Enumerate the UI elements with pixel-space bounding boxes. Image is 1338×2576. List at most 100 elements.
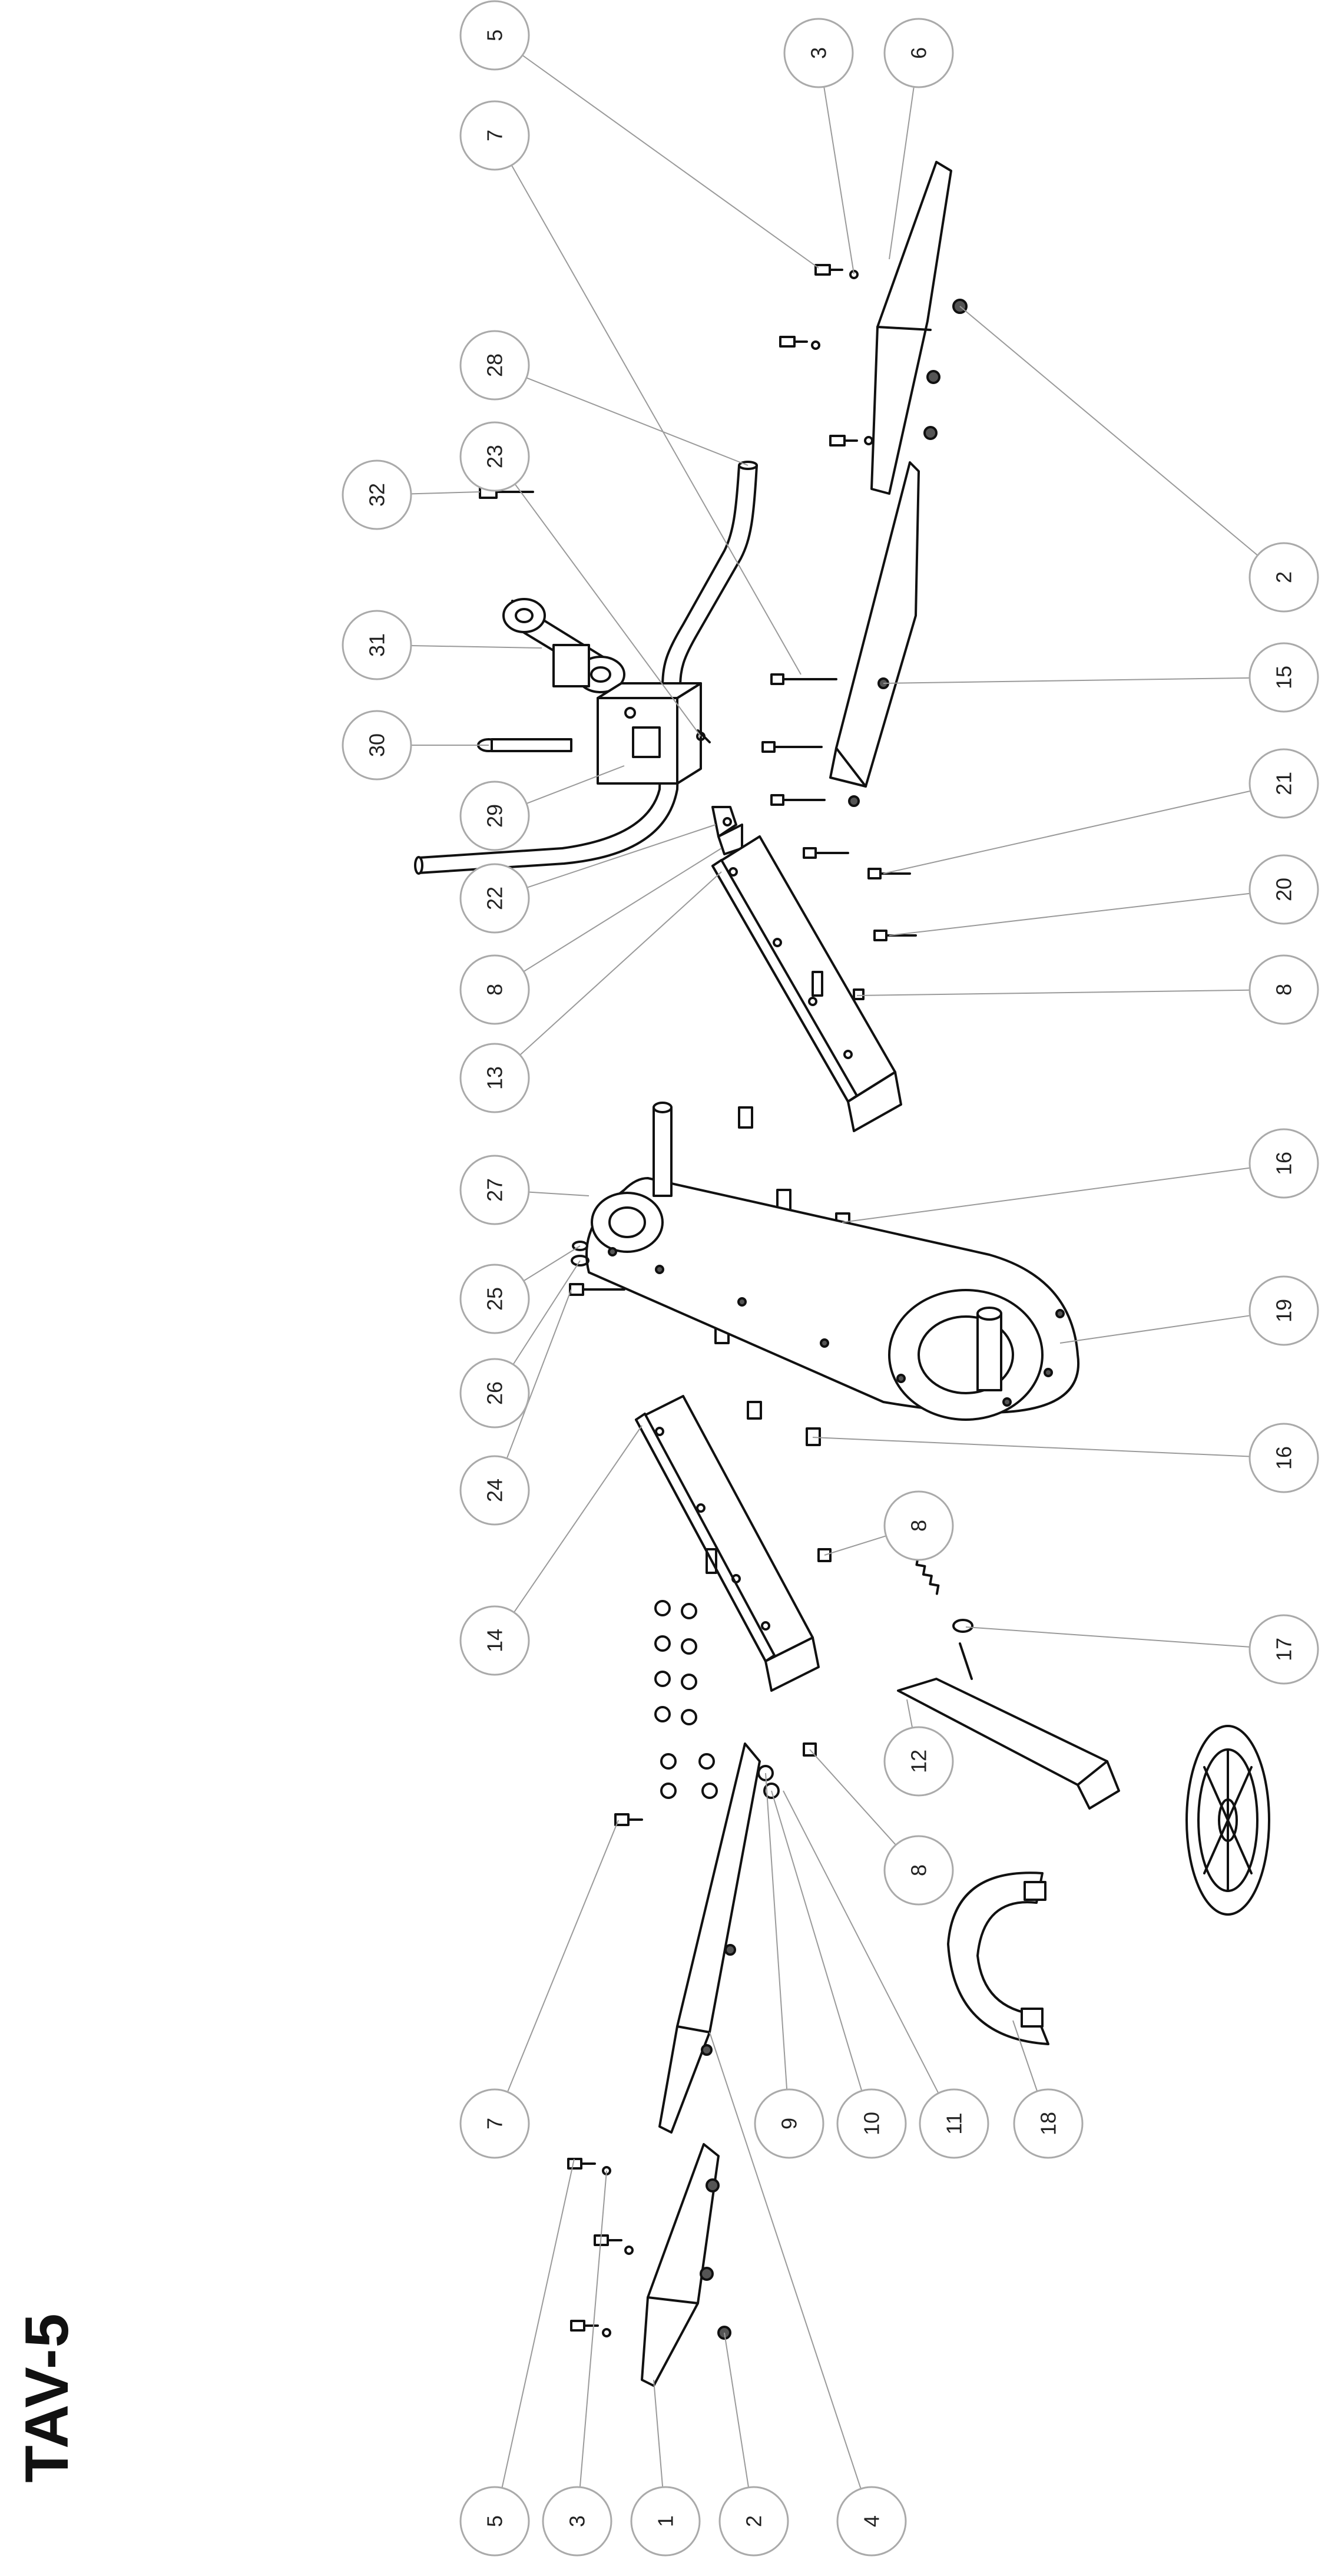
callout-balloon-9: 9 bbox=[754, 2088, 824, 2159]
callout-circle bbox=[459, 2088, 530, 2159]
callout-balloon-14: 14 bbox=[459, 1605, 530, 1676]
callout-label: 8 bbox=[907, 1864, 931, 1876]
callout-label: 29 bbox=[483, 804, 507, 828]
callout-label: 22 bbox=[483, 887, 507, 910]
callout-circle bbox=[883, 1726, 954, 1797]
callout-label: 31 bbox=[365, 633, 389, 657]
callout-balloon-8-c: 8 bbox=[883, 1490, 954, 1561]
callout-circle bbox=[630, 2486, 701, 2557]
callout-circle bbox=[342, 710, 412, 781]
callout-circle bbox=[459, 863, 530, 934]
callout-balloon-30: 30 bbox=[342, 710, 412, 781]
callout-circle bbox=[1248, 542, 1319, 613]
callout-balloon-15: 15 bbox=[1248, 642, 1319, 713]
callout-label: 15 bbox=[1272, 666, 1296, 689]
callout-label: 6 bbox=[907, 47, 931, 59]
leader-line-28 bbox=[526, 377, 749, 466]
leader-lines bbox=[410, 55, 1258, 2489]
callout-balloon-31: 31 bbox=[342, 610, 412, 680]
callout-circle bbox=[542, 2486, 612, 2557]
clip bbox=[947, 1871, 1049, 2045]
bolt-left-middle bbox=[614, 1813, 643, 1826]
callout-circle bbox=[883, 18, 954, 88]
leader-line-5-top bbox=[522, 55, 819, 269]
callout-label: 7 bbox=[483, 130, 507, 141]
callout-balloon-5-top: 5 bbox=[459, 0, 530, 71]
callout-balloon-6: 6 bbox=[883, 18, 954, 88]
leader-line-14 bbox=[513, 1425, 642, 1613]
leader-line-11 bbox=[783, 1790, 939, 2094]
leader-line-16-a bbox=[842, 1167, 1250, 1223]
callout-balloon-16-b: 16 bbox=[1248, 1423, 1319, 1493]
callout-label: 21 bbox=[1272, 772, 1296, 795]
callout-circle bbox=[459, 1605, 530, 1676]
callout-circle bbox=[1248, 1128, 1319, 1199]
callout-balloon-10: 10 bbox=[836, 2088, 907, 2159]
callout-balloon-20: 20 bbox=[1248, 854, 1319, 925]
callout-balloon-3-top: 3 bbox=[783, 18, 854, 88]
leader-line-3-top bbox=[823, 87, 855, 275]
leader-line-17 bbox=[965, 1626, 1250, 1648]
callout-circle bbox=[459, 1358, 530, 1428]
bolt-set-bottom-left bbox=[567, 2158, 634, 2337]
leader-line-10 bbox=[771, 1790, 863, 2091]
callout-circle bbox=[459, 2486, 530, 2557]
callout-label: 8 bbox=[907, 1520, 931, 1532]
callout-balloon-8-b: 8 bbox=[1248, 954, 1319, 1025]
callout-circle bbox=[754, 2088, 824, 2159]
leader-line-25 bbox=[523, 1245, 581, 1282]
bolt-set-top-right bbox=[779, 264, 873, 447]
callout-circle bbox=[718, 2486, 789, 2557]
callout-label: 30 bbox=[365, 733, 389, 757]
callout-circle bbox=[1248, 1275, 1319, 1346]
callout-circle bbox=[836, 2088, 907, 2159]
callout-circle bbox=[1248, 854, 1319, 925]
housing-bolt-set bbox=[569, 1241, 625, 1296]
callout-label: 8 bbox=[1272, 984, 1296, 996]
callout-label: 1 bbox=[654, 2515, 678, 2527]
callout-circle bbox=[342, 610, 412, 680]
callout-balloon-16-a: 16 bbox=[1248, 1128, 1319, 1199]
wheel-arm bbox=[897, 1642, 1270, 1916]
leader-line-12 bbox=[906, 1699, 913, 1728]
clamp-bracket bbox=[502, 598, 625, 693]
leader-line-13 bbox=[519, 871, 722, 1056]
title-container: TAV-5 bbox=[12, 2303, 82, 2492]
callout-label: 26 bbox=[483, 1381, 507, 1405]
leader-line-27 bbox=[528, 1191, 589, 1196]
leader-line-2-bottom bbox=[724, 2332, 750, 2488]
callout-balloon-3-bottom: 3 bbox=[542, 2486, 612, 2557]
leader-line-8-c bbox=[824, 1535, 886, 1556]
deflector-plate-large-left bbox=[658, 1742, 761, 2134]
callout-circle bbox=[1248, 642, 1319, 713]
callout-label: 18 bbox=[1036, 2112, 1061, 2135]
leader-line-8-b bbox=[856, 989, 1250, 996]
leader-line-15 bbox=[883, 677, 1250, 684]
callout-balloon-21: 21 bbox=[1248, 748, 1319, 819]
callout-balloon-28: 28 bbox=[459, 330, 530, 401]
callout-circle bbox=[342, 459, 412, 530]
leader-line-19 bbox=[1059, 1315, 1250, 1344]
leader-line-21 bbox=[883, 790, 1251, 874]
callout-circle bbox=[1248, 1423, 1319, 1493]
callout-balloon-5-bottom: 5 bbox=[459, 2486, 530, 2557]
leader-line-6 bbox=[889, 87, 915, 260]
callout-circle bbox=[459, 1043, 530, 1113]
callout-circle bbox=[459, 100, 530, 171]
callout-circle bbox=[459, 954, 530, 1025]
drive-housing bbox=[585, 1102, 1080, 1421]
callout-circle bbox=[1013, 2088, 1084, 2159]
callout-label: 13 bbox=[483, 1066, 507, 1090]
callout-balloon-23: 23 bbox=[459, 421, 530, 492]
callout-balloon-12: 12 bbox=[883, 1726, 954, 1797]
callout-label: 4 bbox=[860, 2515, 884, 2527]
callout-circle bbox=[783, 18, 854, 88]
callout-label: 32 bbox=[365, 483, 389, 507]
callout-circle bbox=[883, 1490, 954, 1561]
leader-line-18 bbox=[1012, 2020, 1038, 2092]
leader-line-5-bottom bbox=[501, 2158, 575, 2488]
leader-line-31 bbox=[410, 645, 542, 649]
callout-balloon-19: 19 bbox=[1248, 1275, 1319, 1346]
